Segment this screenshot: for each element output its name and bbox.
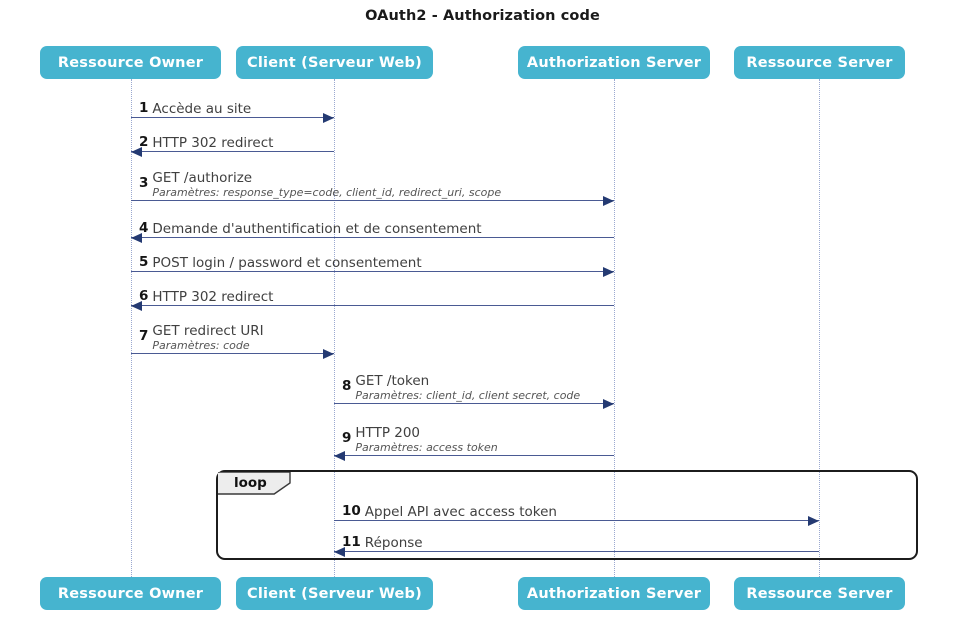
message-line-3 — [131, 200, 614, 201]
message-arrowhead-1 — [323, 112, 334, 123]
message-line-11 — [334, 551, 819, 552]
message-arrowhead-9 — [334, 450, 345, 461]
participant-footer-authorization-server[interactable]: Authorization Server — [518, 577, 710, 610]
message-text-8: GET /token — [355, 372, 430, 389]
message-number-9: 9 — [342, 430, 352, 446]
message-line-9 — [334, 455, 614, 456]
loop-tab — [218, 472, 290, 494]
message-params-9: Paramètres: access token — [355, 441, 498, 455]
message-line-1 — [131, 117, 334, 118]
message-text-3: GET /authorize — [152, 169, 253, 186]
message-text-2: HTTP 302 redirect — [152, 134, 274, 151]
message-params-7: Paramètres: code — [152, 339, 250, 353]
message-line-5 — [131, 271, 614, 272]
message-number-1: 1 — [139, 99, 149, 116]
message-text-9: HTTP 200 — [355, 424, 421, 441]
message-text-6: HTTP 302 redirect — [152, 288, 274, 305]
participant-header-client[interactable]: Client (Serveur Web) — [236, 46, 433, 79]
loop-tab-outline — [218, 472, 291, 495]
message-arrowhead-4 — [131, 232, 142, 243]
message-text-5: POST login / password et consentement — [152, 254, 422, 271]
message-number-10: 10 — [342, 502, 361, 519]
participant-header-resource-owner[interactable]: Ressource Owner — [40, 46, 221, 79]
message-arrowhead-10 — [808, 515, 819, 526]
lifeline-authorization-server — [614, 79, 616, 577]
loop-label: loop — [234, 475, 267, 491]
message-arrowhead-11 — [334, 546, 345, 557]
message-arrowhead-2 — [131, 146, 142, 157]
participant-footer-client[interactable]: Client (Serveur Web) — [236, 577, 433, 610]
message-number-3: 3 — [139, 175, 149, 191]
message-line-8 — [334, 403, 614, 404]
message-text-1: Accède au site — [152, 100, 252, 117]
participant-header-resource-server[interactable]: Ressource Server — [734, 46, 905, 79]
message-line-4 — [131, 237, 614, 238]
message-number-7: 7 — [139, 328, 149, 344]
message-params-8: Paramètres: client_id, client secret, co… — [355, 389, 581, 403]
participant-header-authorization-server[interactable]: Authorization Server — [518, 46, 710, 79]
message-line-2 — [131, 151, 334, 152]
lifeline-resource-server — [819, 79, 821, 577]
loop-frame — [216, 470, 918, 560]
message-number-4: 4 — [139, 219, 149, 236]
message-number-2: 2 — [139, 133, 149, 150]
message-number-8: 8 — [342, 378, 352, 394]
message-arrowhead-6 — [131, 300, 142, 311]
message-params-3: Paramètres: response_type=code, client_i… — [152, 186, 502, 200]
message-arrowhead-5 — [603, 266, 614, 277]
message-line-10 — [334, 520, 819, 521]
message-arrowhead-8 — [603, 398, 614, 409]
message-number-11: 11 — [342, 533, 361, 550]
message-line-6 — [131, 305, 614, 306]
lifeline-resource-owner — [131, 79, 133, 577]
lifeline-client — [334, 79, 336, 577]
message-number-6: 6 — [139, 287, 149, 304]
message-number-5: 5 — [139, 253, 149, 270]
message-arrowhead-3 — [603, 195, 614, 206]
message-line-7 — [131, 353, 334, 354]
message-text-7: GET redirect URI — [152, 322, 264, 339]
participant-footer-resource-owner[interactable]: Ressource Owner — [40, 577, 221, 610]
page-title: OAuth2 - Authorization code — [365, 8, 600, 24]
message-text-11: Réponse — [364, 534, 423, 551]
participant-footer-resource-server[interactable]: Ressource Server — [734, 577, 905, 610]
message-arrowhead-7 — [323, 348, 334, 359]
message-text-10: Appel API avec access token — [364, 503, 557, 520]
message-text-4: Demande d'authentification et de consent… — [152, 220, 482, 237]
